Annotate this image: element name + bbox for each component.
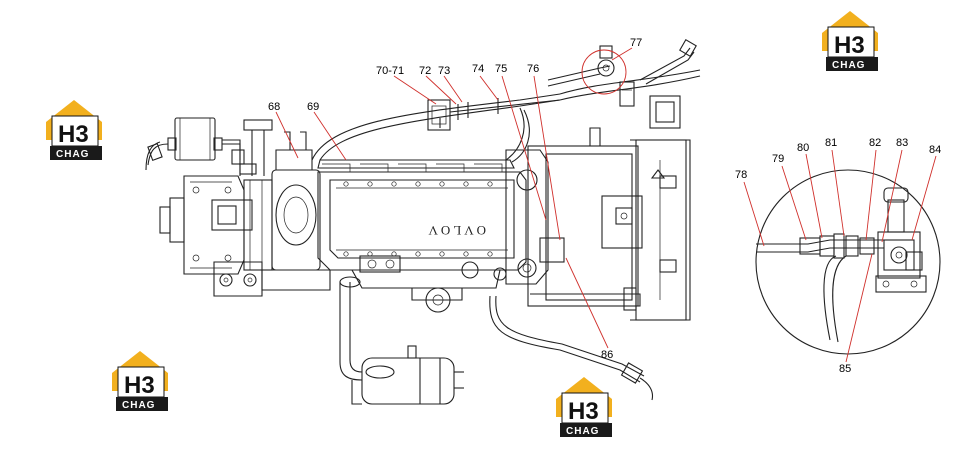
- air-cleaner: [339, 276, 464, 405]
- svg-text:CHAG: CHAG: [832, 60, 865, 71]
- callout-83: 83: [896, 137, 908, 149]
- svg-text:CHAG: CHAG: [566, 426, 599, 437]
- callout-74: 74: [472, 63, 484, 75]
- detail-view: [755, 169, 941, 355]
- callout-84: 84: [929, 144, 941, 156]
- svg-text:H3: H3: [124, 372, 155, 399]
- watermark-logo-left: H3 CHAG: [45, 99, 103, 161]
- coolant-pipes: [311, 39, 701, 163]
- callout-69: 69: [307, 101, 319, 113]
- lower-hose: [489, 295, 654, 401]
- callout-85: 85: [839, 363, 851, 375]
- engine-brand-mark: OVLOV: [426, 223, 487, 238]
- svg-text:H3: H3: [834, 32, 865, 59]
- watermark-logo-bottom-left: H3 CHAG: [111, 350, 169, 412]
- callout-82: 82: [869, 137, 881, 149]
- svg-text:H3: H3: [58, 121, 89, 148]
- watermark-logo-top-right: H3 CHAG: [821, 10, 879, 72]
- callout-80: 80: [797, 142, 809, 154]
- leader-lines: [275, 47, 937, 363]
- svg-text:H3: H3: [568, 398, 599, 425]
- detail-ring-77: [581, 49, 627, 95]
- callout-76: 76: [527, 63, 539, 75]
- callout-72: 72: [419, 65, 431, 77]
- callout-79: 79: [772, 153, 784, 165]
- callout-70-71: 70-71: [376, 65, 404, 77]
- callout-77: 77: [630, 37, 642, 49]
- callout-68: 68: [268, 101, 280, 113]
- callout-81: 81: [825, 137, 837, 149]
- callout-78: 78: [735, 169, 747, 181]
- svg-text:CHAG: CHAG: [56, 149, 89, 160]
- callout-75: 75: [495, 63, 507, 75]
- flywheel-housing: [159, 119, 273, 297]
- watermark-logo-bottom-center: H3 CHAG: [555, 376, 613, 438]
- callout-73: 73: [438, 65, 450, 77]
- engine-block: OVLOV: [317, 149, 565, 313]
- turbo-assembly: [261, 131, 331, 291]
- radiator: [527, 95, 691, 321]
- rear-housing: [145, 117, 241, 171]
- callout-86: 86: [601, 349, 613, 361]
- callouts: 68 69 70-71 72 73 74 75 76 77 78 79 80 8…: [268, 37, 941, 375]
- svg-text:CHAG: CHAG: [122, 400, 155, 411]
